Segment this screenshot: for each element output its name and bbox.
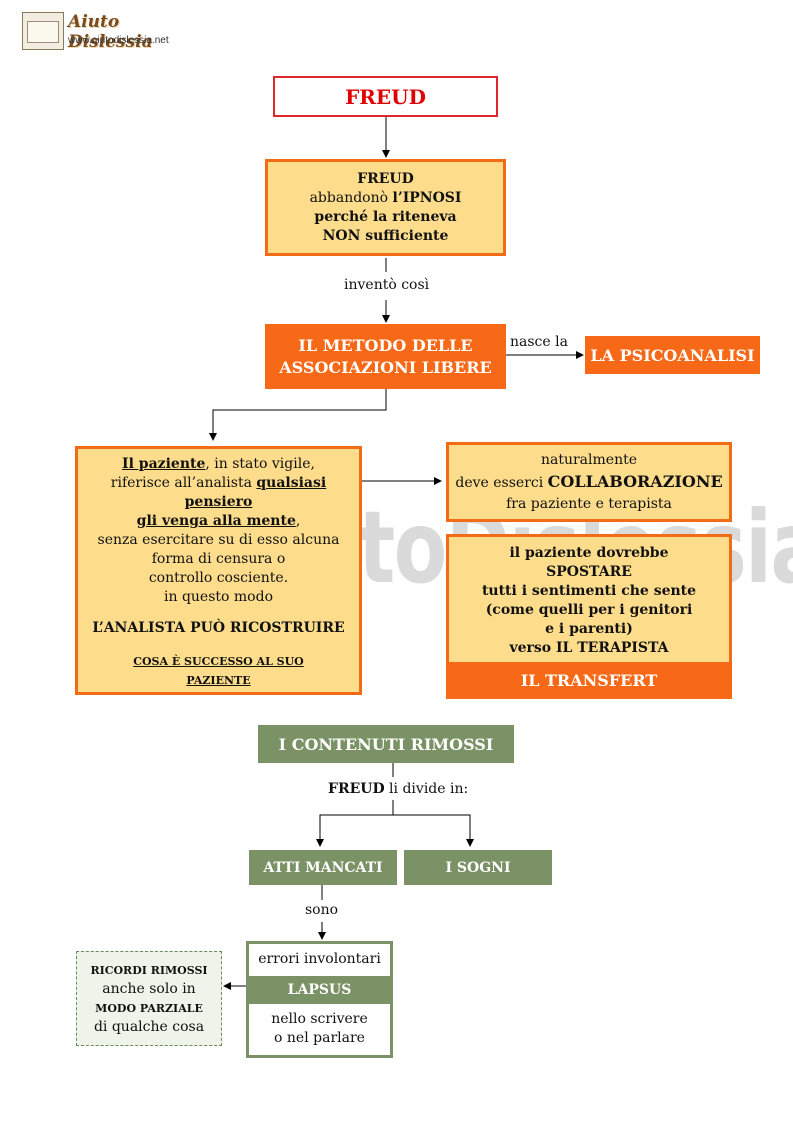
paziente-line7: in questo modo [164,589,273,605]
label-divide: FREUD li divide in: [328,781,468,797]
paziente-line2-b: qualsiasi pensiero [184,475,327,510]
ipnosi-line2-a: abbandonò [309,189,393,206]
psicoanalisi-box: LA PSICOANALISI [585,336,760,374]
paziente-line8: L’ANALISTA PUÒ RICOSTRUIRE [92,620,345,636]
sposta-line6: verso IL TERAPISTA [509,639,669,656]
collab-line2-a: deve esserci [455,474,548,491]
lapsus-box: LAPSUS [249,976,390,1004]
ipnosi-line2: abbandonò l’IPNOSI [310,189,462,208]
ricordi-rimossi-box: RICORDI RIMOSSI anche solo in MODO PARZI… [76,951,222,1046]
logo-url: www.aiutodislessia.net [68,35,169,46]
collab-line1: naturalmente [540,451,637,468]
paziente-box: Il paziente, in stato vigile, riferisce … [75,446,362,695]
sposta-line3: tutti i sentimenti che sente [481,582,697,599]
paziente-line10: PAZIENTE [186,674,251,687]
collab-line3: fra paziente e terapista [506,495,672,512]
ipnosi-line4: NON sufficiente [322,227,449,244]
logo: Aiuto Dislessia www.aiutodislessia.net [22,12,182,52]
sposta-line4: (come quelli per i genitori [485,601,693,618]
ipnosi-line3: perché la riteneva [314,208,457,225]
ipnosi-box: FREUD abbandonò l’IPNOSI perché la riten… [265,159,506,256]
ricordi-line3: MODO PARZIALE [95,1001,203,1015]
ricordi-line2: anche solo in [102,980,196,997]
paziente-line6: controllo cosciente. [148,570,289,586]
sposta-line2: SPOSTARE [546,563,632,580]
paziente-line1: Il paziente, in stato vigile, [122,455,315,474]
scrivere-line1: nello scrivere [271,1011,368,1027]
atti-mancati-box: ATTI MANCATI [249,850,397,885]
label-divide-b: li divide in: [384,781,469,797]
contenuti-rimossi-box: I CONTENUTI RIMOSSI [258,725,514,763]
paziente-line9: COSA È SUCCESSO AL SUO [133,655,304,668]
logo-title: Aiuto Dislessia [68,12,153,52]
metodo-line2: ASSOCIAZIONI LIBERE [279,357,492,377]
collab-line2: deve esserci COLLABORAZIONE [455,471,722,494]
label-invento: inventò così [344,277,430,293]
paziente-line2-a: riferisce all’analista [110,475,257,491]
paziente-line1-b: , in stato vigile, [205,456,315,472]
scrivere-line2: o nel parlare [274,1030,365,1046]
ricordi-line1: RICORDI RIMOSSI [90,963,208,977]
ipnosi-line2-b: l’IPNOSI [392,189,462,206]
paziente-line5: forma di censura o [151,551,286,567]
logo-book-icon [22,12,64,50]
spostare-box: il paziente dovrebbe SPOSTARE tutti i se… [446,534,732,664]
ricordi-line4: di qualche cosa [93,1018,205,1035]
metodo-line1: IL METODO DELLE [298,335,473,355]
paziente-line2: riferisce all’analista qualsiasi pensier… [78,474,359,512]
collaborazione-box: naturalmente deve esserci COLLABORAZIONE… [446,442,732,522]
label-divide-a: FREUD [328,781,385,797]
sposta-line5: e i parenti) [545,620,633,637]
arrow-to-sogni [393,814,474,847]
metodo-box: IL METODO DELLE ASSOCIAZIONI LIBERE [265,324,506,389]
errori-box: errori involontari [258,951,381,967]
paziente-line3-a: gli venga alla mente [136,513,296,529]
sposta-line1: il paziente dovrebbe [509,544,669,561]
paziente-line4: senza esercitare su di esso alcuna [97,532,340,548]
ipnosi-line1: FREUD [357,170,414,187]
collab-line2-b: COLLABORAZIONE [547,471,723,491]
transfert-box: IL TRANSFERT [446,662,732,699]
arrow-metodo-to-paziente [209,389,387,441]
title-freud: FREUD [273,76,498,117]
label-nasce: nasce la [510,334,568,350]
paziente-line3-b: , [295,513,301,529]
sogni-box: I SOGNI [404,850,552,885]
arrow-to-atti [316,814,393,847]
paziente-line3: gli venga alla mente, [137,512,301,531]
paziente-line1-a: Il paziente [122,456,206,472]
label-sono: sono [305,902,339,918]
scrivere-box: nello scrivere o nel parlare [249,1004,390,1054]
